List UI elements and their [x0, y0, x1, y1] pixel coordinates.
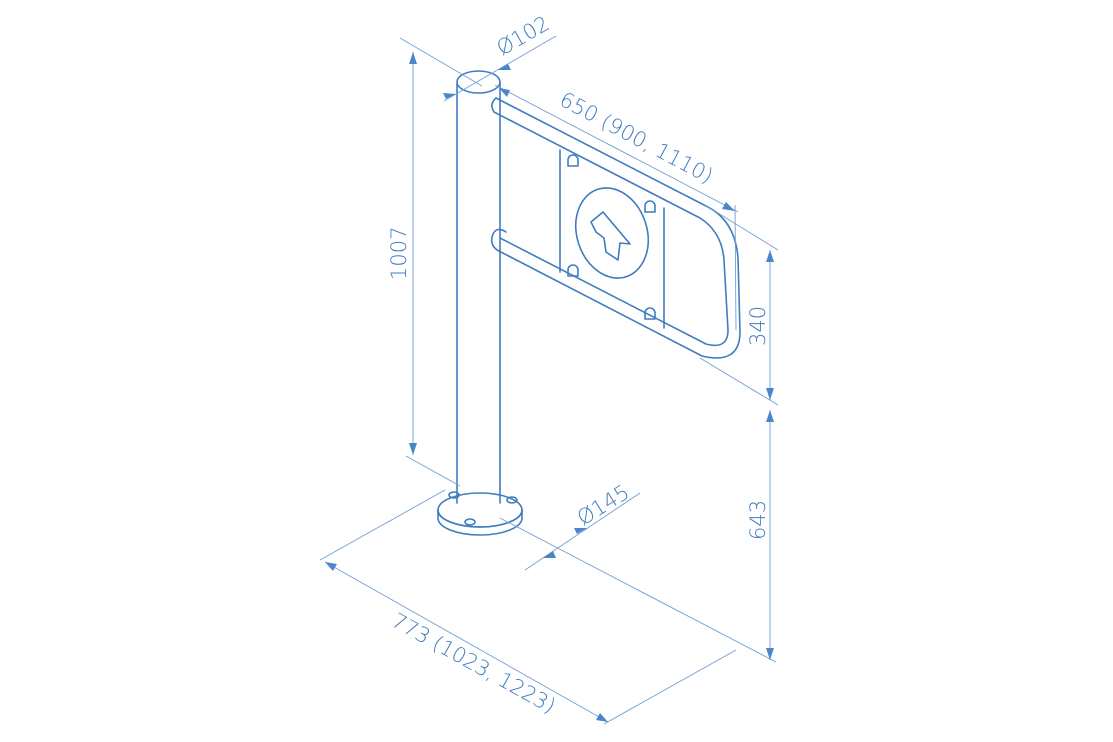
bolt-hole [464, 518, 476, 526]
arm-elevation-label: 643 [746, 500, 770, 540]
post-height-label: 1007 [387, 227, 411, 280]
mount-tab [644, 200, 656, 213]
base-diameter-label: Ø145 [573, 480, 634, 530]
mount-tab [644, 307, 656, 320]
post [456, 70, 501, 504]
dimension-lines [319, 35, 779, 725]
bolt-hole [448, 491, 460, 499]
mount-tab [567, 154, 579, 167]
arm-height-label: 340 [746, 306, 770, 346]
overall-length-label: 773 (1023, 1223) [388, 608, 560, 718]
mount-tab [567, 264, 579, 277]
bolt-hole [506, 496, 518, 504]
post-diameter-label: Ø102 [493, 11, 554, 60]
arrow-up-icon [590, 211, 631, 261]
base-flange [437, 491, 523, 536]
arm-length-label: 650 (900, 1110) [556, 87, 717, 188]
direction-sign [575, 187, 649, 279]
gate-arm [490, 97, 741, 359]
